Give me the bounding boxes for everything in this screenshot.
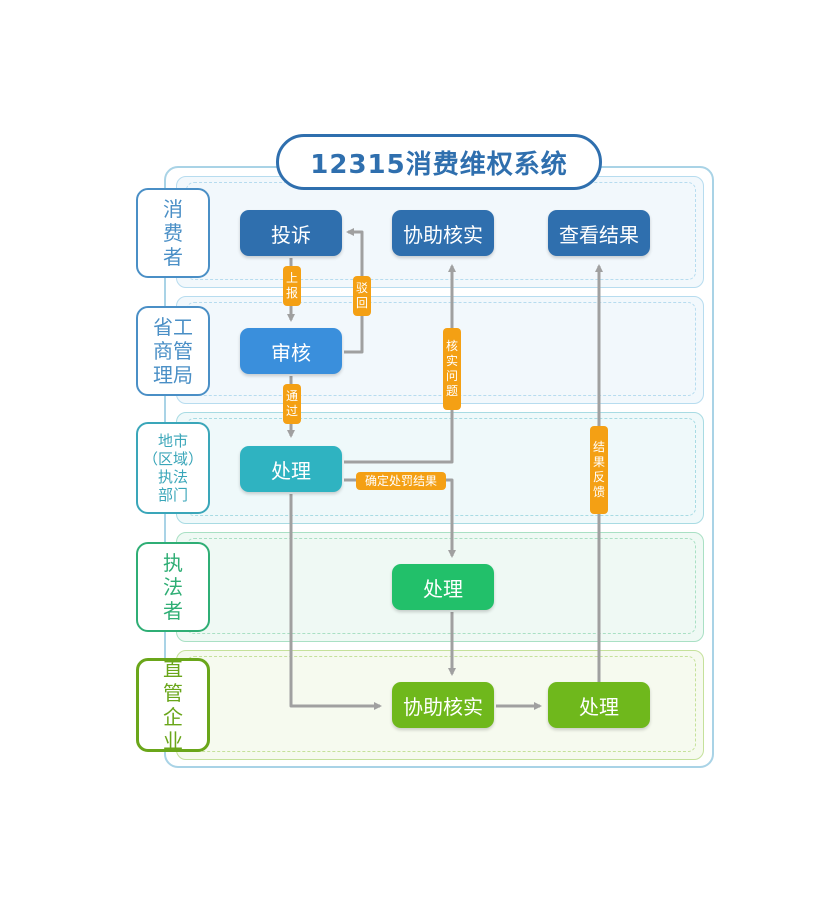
node-process-city[interactable]: 处理: [240, 446, 342, 492]
tag-verify-issue: 核 实 问 题: [443, 328, 461, 410]
role-city-enforcement: 地市 （区域） 执法 部门: [136, 422, 210, 514]
node-process-enforcer[interactable]: 处理: [392, 564, 494, 610]
diagram-title: 12315消费维权系统: [276, 134, 602, 190]
tag-reject: 驳 回: [353, 276, 371, 316]
tag-result-feedback: 结 果 反 馈: [590, 426, 608, 514]
role-consumer: 消 费 者: [136, 188, 210, 278]
node-assist-verify-consumer[interactable]: 协助核实: [392, 210, 494, 256]
tag-confirm-penalty: 确定处罚结果: [356, 472, 446, 490]
tag-report: 上 报: [283, 266, 301, 306]
role-provincial-bureau: 省工 商管 理局: [136, 306, 210, 396]
node-complaint[interactable]: 投诉: [240, 210, 342, 256]
role-enforcer: 执 法 者: [136, 542, 210, 632]
role-company: 直 管 企 业: [136, 657, 210, 753]
arrow-confirm-penalty: [344, 478, 456, 558]
lane-bureau: [176, 296, 704, 404]
arrow-city-to-assist: [289, 494, 382, 710]
node-review[interactable]: 审核: [240, 328, 342, 374]
node-process-company[interactable]: 处理: [548, 682, 650, 728]
tag-pass: 通 过: [283, 384, 301, 424]
node-view-result[interactable]: 查看结果: [548, 210, 650, 256]
node-assist-verify-company[interactable]: 协助核实: [392, 682, 494, 728]
